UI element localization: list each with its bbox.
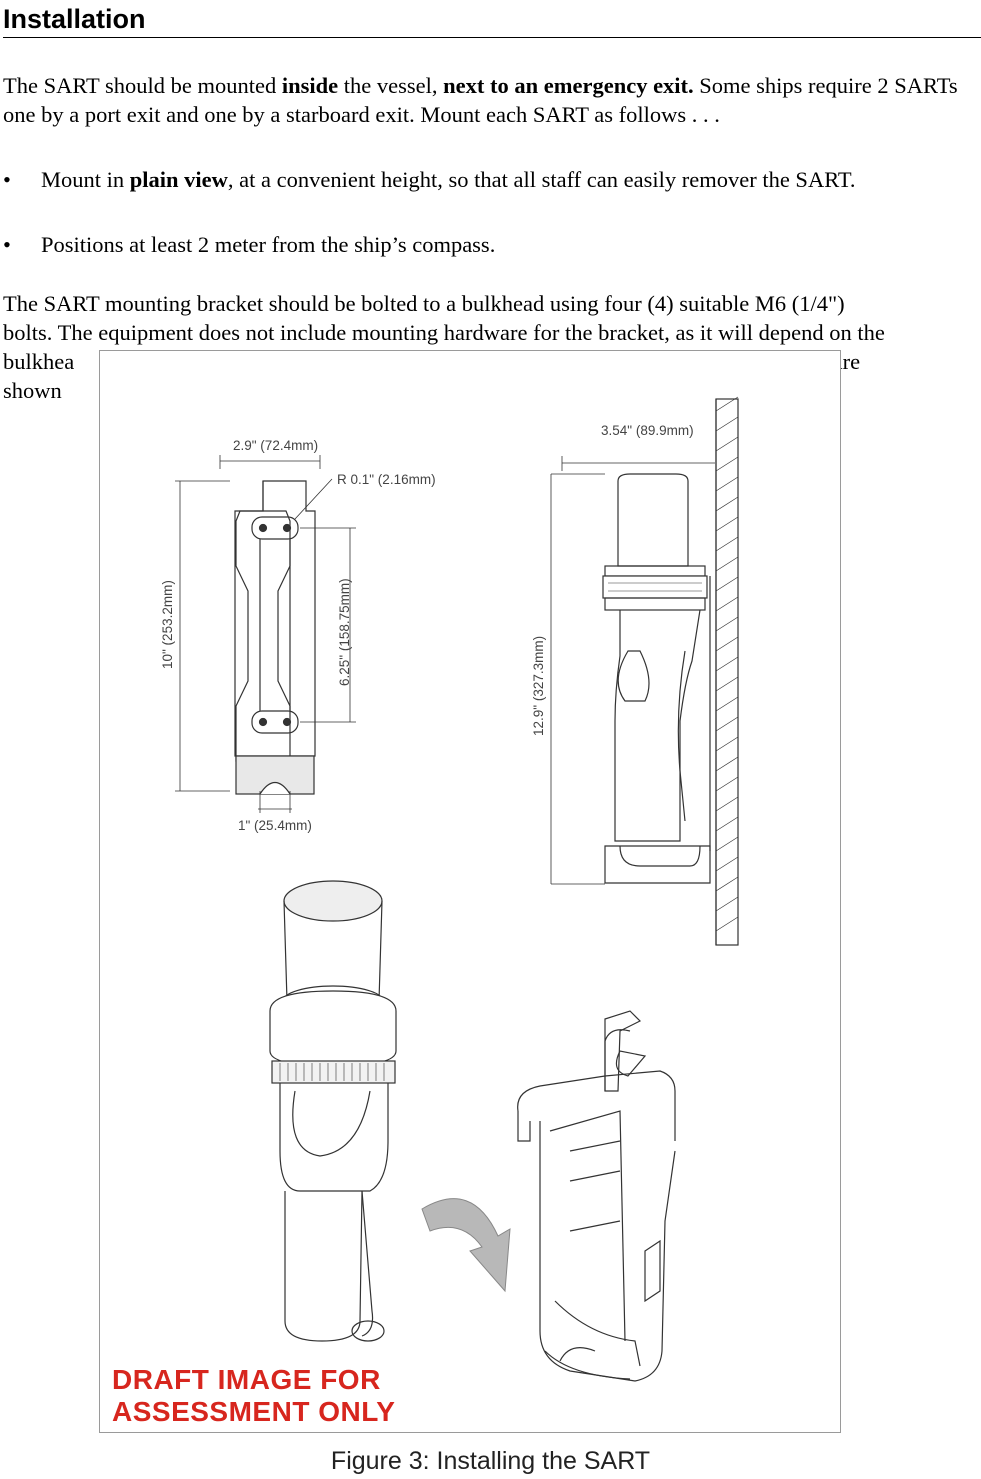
bold-run: plain view <box>129 167 228 192</box>
figure-caption: Figure 3: Installing the SART <box>330 1447 651 1475</box>
dim-depth: 3.54" (89.9mm) <box>601 423 694 438</box>
dim-bottom-width: 1" (25.4mm) <box>238 818 312 833</box>
text-run: The SART should be mounted <box>3 73 282 98</box>
sart-side-view <box>550 396 739 946</box>
bracket-front-view <box>175 455 356 813</box>
paragraph-line: bolts. The equipment does not include mo… <box>3 320 885 345</box>
draft-watermark: DRAFT IMAGE FOR ASSESSMENT ONLY <box>112 1364 395 1428</box>
text-run: bulkhea <box>3 349 75 374</box>
insert-arrow-icon <box>421 1198 511 1293</box>
dim-hole-spacing: 6.25" (158.75mm) <box>337 578 352 686</box>
dim-height-total: 12.9" (327.3mm) <box>531 636 546 736</box>
bold-run: next to an emergency exit. <box>443 73 694 98</box>
installation-figure: 2.9" (72.4mm) R 0.1" (2.16mm) 10" (253.2… <box>99 350 841 1433</box>
draft-line: DRAFT IMAGE FOR <box>112 1364 381 1395</box>
bullet-icon: • <box>3 167 11 192</box>
intro-paragraph: The SART should be mounted inside the ve… <box>3 71 978 129</box>
dim-height-left: 10" (253.2mm) <box>160 580 175 669</box>
text-run: Mount in <box>41 167 130 192</box>
text-run: , at a convenient height, so that all st… <box>227 167 856 192</box>
text-run: the vessel, <box>338 73 444 98</box>
bullet-icon: • <box>3 232 11 257</box>
bullet-text: Positions at least 2 meter from the ship… <box>41 232 496 257</box>
dim-width-top: 2.9" (72.4mm) <box>233 438 318 453</box>
paragraph-line: The SART mounting bracket should be bolt… <box>3 291 845 316</box>
sart-perspective-view <box>269 880 397 1342</box>
bracket-perspective-view <box>517 1010 676 1382</box>
mounting-paragraph: The SART mounting bracket should be bolt… <box>3 289 978 405</box>
paragraph-line: shown <box>3 378 62 403</box>
figure-drawing: 2.9" (72.4mm) R 0.1" (2.16mm) 10" (253.2… <box>160 396 739 1382</box>
bold-run: inside <box>281 73 339 98</box>
text-run: Some ships require 2 SARTs one by a port… <box>3 73 958 127</box>
section-heading: Installation <box>3 3 981 38</box>
bullet-text: Mount in plain view, at a convenient hei… <box>41 165 856 194</box>
draft-line: ASSESSMENT ONLY <box>112 1396 396 1427</box>
dim-radius: R 0.1" (2.16mm) <box>337 472 436 487</box>
